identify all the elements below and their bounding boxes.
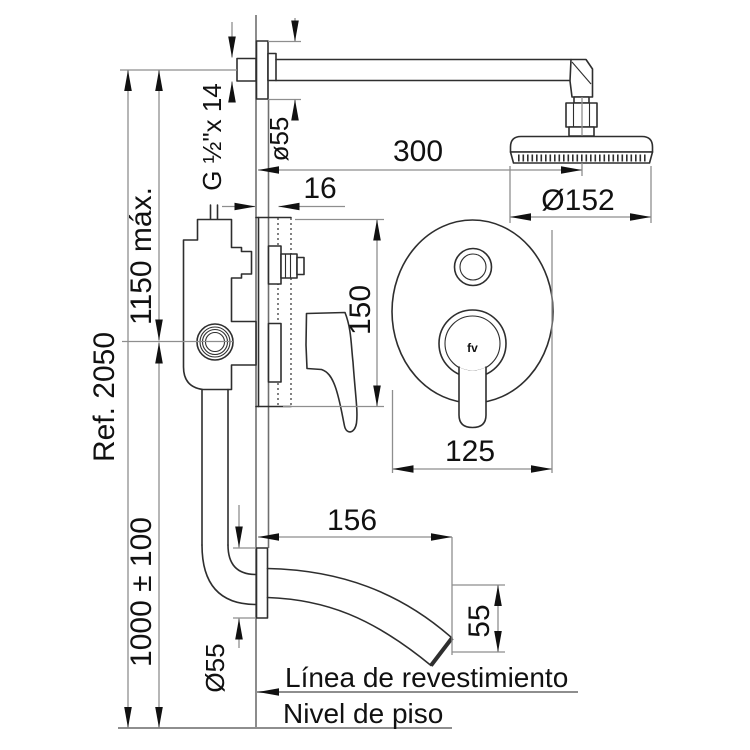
- label-125: 125: [445, 435, 495, 468]
- diverter-button: [453, 247, 493, 287]
- spout-wall-flange: [255, 547, 269, 619]
- label-1150-max: 1150 máx.: [125, 187, 158, 325]
- dimension-labels: Ref. 2050 1150 máx. 1000 ± 100 G ½"x 14 …: [88, 83, 615, 729]
- label-arm-flange-55: ø55: [264, 117, 294, 162]
- supply-pipe: [201, 388, 257, 606]
- mixer-valve-side-view: [182, 204, 454, 667]
- wall-nipple: [236, 57, 257, 82]
- lever-side: [305, 311, 358, 433]
- label-head-152: Ø152: [541, 184, 614, 217]
- arm-elbow: [569, 58, 594, 98]
- arm-collar: [267, 52, 277, 82]
- diverter-knob-side: [267, 245, 305, 285]
- label-thread: G ½"x 14: [197, 83, 227, 191]
- shower-head: [509, 135, 654, 164]
- label-156: 156: [327, 504, 377, 537]
- label-floor-line: Nivel de piso: [283, 698, 443, 729]
- handle-lever: [458, 366, 487, 429]
- label-spout-flange-55: Ø55: [200, 643, 230, 692]
- label-300: 300: [393, 135, 443, 168]
- brand-logo: fv: [467, 341, 478, 355]
- label-drop-55: 55: [463, 604, 496, 637]
- valve-body: [182, 218, 257, 391]
- label-1000-100: 1000 ± 100: [125, 517, 158, 667]
- trim-plate-side-view: [255, 216, 358, 433]
- label-150: 150: [344, 285, 377, 335]
- spout-tip: [429, 636, 454, 667]
- label-16: 16: [303, 172, 336, 205]
- label-ref-2050: Ref. 2050: [88, 332, 121, 462]
- arm-wall-flange: [255, 40, 269, 100]
- spout: [266, 567, 454, 667]
- shower-arm-assembly: [236, 40, 598, 137]
- label-finish-line: Línea de revestimiento: [285, 662, 568, 693]
- handle-base-side: [267, 322, 282, 383]
- trim-plate-front-view: fv: [391, 219, 554, 429]
- handle-lever-mask: [459, 367, 486, 428]
